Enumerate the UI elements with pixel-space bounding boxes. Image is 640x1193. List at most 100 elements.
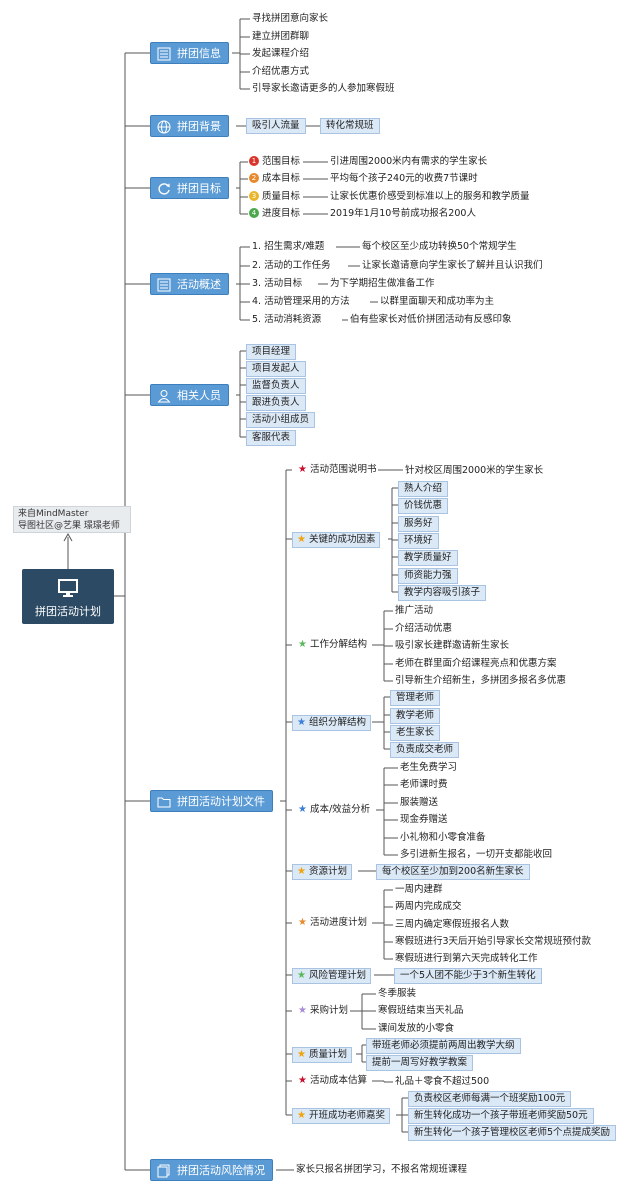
goal-desc[interactable]: 2019年1月10号前成功报名200人 — [330, 208, 476, 219]
plan-leaf[interactable]: 老师在群里面介绍课程亮点和优惠方案 — [395, 658, 557, 669]
people-item[interactable]: 活动小组成员 — [246, 412, 316, 428]
people-item[interactable]: 监督负责人 — [246, 378, 306, 394]
overview-desc[interactable]: 伯有些家长对低价拼团活动有反感印象 — [350, 314, 512, 325]
overview-desc[interactable]: 让家长邀请意向学生家长了解并且认识我们 — [362, 260, 543, 271]
info-item[interactable]: 寻找拼团意向家长 — [252, 13, 329, 24]
plan-leaf[interactable]: 冬季服装 — [378, 988, 417, 999]
info-item[interactable]: 建立拼团群聊 — [252, 31, 310, 42]
plan-leaf[interactable]: 一周内建群 — [395, 884, 443, 895]
plan-sub-schedule[interactable]: ★活动进度计划 — [294, 916, 371, 930]
plan-leaf[interactable]: 礼品＋零食不超过500 — [395, 1076, 490, 1087]
plan-leaf[interactable]: 带班老师必须提前两周出教学大纲 — [366, 1038, 521, 1054]
plan-leaf[interactable]: 老生家长 — [390, 725, 441, 741]
plan-leaf[interactable]: 教学老师 — [390, 708, 441, 724]
overview-item[interactable]: 2. 活动的工作任务 — [252, 260, 331, 271]
central-topic[interactable]: 拼团活动计划 — [22, 569, 114, 624]
plan-leaf[interactable]: 针对校区周围2000米的学生家长 — [405, 465, 544, 476]
goal-desc[interactable]: 平均每个孩子240元的收费7节课时 — [330, 173, 478, 184]
plan-leaf[interactable]: 推广活动 — [395, 605, 434, 616]
plan-leaf[interactable]: 师资能力强 — [398, 568, 458, 584]
star-icon: ★ — [297, 717, 306, 728]
plan-leaf[interactable]: 服装赠送 — [400, 797, 439, 808]
goal-desc[interactable]: 让家长优惠价感受到标准以上的服务和教学质量 — [330, 191, 530, 202]
info-item[interactable]: 引导家长邀请更多的人参加寒假班 — [252, 83, 395, 94]
info-item[interactable]: 发起课程介绍 — [252, 48, 310, 59]
plan-leaf[interactable]: 吸引家长建群邀请新生家长 — [395, 640, 510, 651]
plan-leaf[interactable]: 介绍活动优惠 — [395, 623, 453, 634]
plan-leaf[interactable]: 老师课时费 — [400, 779, 448, 790]
branch-background[interactable]: 拼团背景 — [150, 115, 229, 137]
plan-leaf[interactable]: 价钱优惠 — [398, 498, 449, 514]
plan-leaf[interactable]: 课间发放的小零食 — [378, 1023, 455, 1034]
plan-leaf[interactable]: 熟人介绍 — [398, 481, 449, 497]
background-item[interactable]: 转化常规班 — [320, 118, 380, 134]
overview-desc[interactable]: 每个校区至少成功转换50个常规学生 — [362, 241, 517, 252]
plan-leaf[interactable]: 寒假班进行到第六天完成转化工作 — [395, 953, 538, 964]
branch-info[interactable]: 拼团信息 — [150, 42, 229, 64]
overview-desc[interactable]: 为下学期招生做准备工作 — [330, 278, 435, 289]
plan-leaf[interactable]: 管理老师 — [390, 690, 441, 706]
overview-item[interactable]: 4. 活动管理采用的方法 — [252, 296, 350, 307]
background-item[interactable]: 吸引人流量 — [246, 118, 306, 134]
plan-leaf[interactable]: 教学质量好 — [398, 550, 458, 566]
plan-leaf[interactable]: 负责成交老师 — [390, 742, 460, 758]
overview-item[interactable]: 5. 活动消耗资源 — [252, 314, 322, 325]
plan-leaf[interactable]: 寒假班进行3天后开始引导家长交常规班预付款 — [395, 936, 592, 947]
info-item[interactable]: 介绍优惠方式 — [252, 66, 310, 77]
plan-leaf[interactable]: 寒假班结束当天礼品 — [378, 1005, 464, 1016]
goal-desc[interactable]: 引进周围2000米内有需求的学生家长 — [330, 156, 488, 167]
plan-leaf[interactable]: 每个校区至少加到200名新生家长 — [376, 864, 530, 880]
plan-leaf[interactable]: 引导新生介绍新生，多拼团多报名多优惠 — [395, 675, 567, 686]
plan-leaf[interactable]: 小礼物和小零食准备 — [400, 832, 486, 843]
risk-item[interactable]: 家长只报名拼团学习，不报名常规班课程 — [296, 1164, 468, 1175]
plan-sub-procurement[interactable]: ★采购计划 — [294, 1004, 352, 1018]
plan-sub-label: 关键的成功因素 — [308, 534, 376, 545]
plan-sub-reward[interactable]: ★开班成功老师嘉奖 — [292, 1108, 390, 1124]
people-item[interactable]: 客服代表 — [246, 430, 297, 446]
plan-sub-cost-estimate[interactable]: ★活动成本估算 — [294, 1074, 371, 1088]
plan-leaf[interactable]: 新生转化成功一个孩子带班老师奖励50元 — [408, 1108, 594, 1124]
plan-leaf[interactable]: 现金券赠送 — [400, 814, 448, 825]
plan-leaf[interactable]: 提前一周写好教学教案 — [366, 1055, 474, 1071]
overview-item[interactable]: 3. 活动目标 — [252, 278, 303, 289]
plan-sub-label: 质量计划 — [308, 1049, 347, 1060]
goal-number-badge: 3 — [249, 191, 259, 201]
plan-leaf[interactable]: 负责校区老师每满一个班奖励100元 — [408, 1091, 572, 1107]
plan-leaf[interactable]: 服务好 — [398, 516, 439, 532]
plan-sub-risk-mgmt[interactable]: ★风险管理计划 — [292, 968, 371, 984]
people-item[interactable]: 项目发起人 — [246, 361, 306, 377]
plan-leaf[interactable]: 多引进新生报名，一切开支都能收回 — [400, 849, 553, 860]
plan-sub-scope[interactable]: ★活动范围说明书 — [294, 463, 380, 477]
people-item[interactable]: 项目经理 — [246, 344, 297, 360]
plan-leaf[interactable]: 两周内完成成交 — [395, 901, 462, 912]
star-icon: ★ — [297, 534, 306, 545]
plan-sub-resource[interactable]: ★资源计划 — [292, 864, 352, 880]
plan-sub-label: 采购计划 — [309, 1005, 348, 1016]
plan-leaf[interactable]: 三周内确定寒假班报名人数 — [395, 919, 510, 930]
branch-plan[interactable]: 拼团活动计划文件 — [150, 790, 273, 812]
branch-risk-label: 拼团活动风险情况 — [177, 1164, 265, 1177]
plan-leaf[interactable]: 教学内容吸引孩子 — [398, 585, 487, 601]
plan-sub-wbs[interactable]: ★工作分解结构 — [294, 638, 371, 652]
plan-sub-cost-benefit[interactable]: ★成本/效益分析 — [294, 803, 374, 817]
branch-overview[interactable]: 活动概述 — [150, 273, 229, 295]
branch-people[interactable]: 相关人员 — [150, 384, 229, 406]
plan-sub-obs[interactable]: ★组织分解结构 — [292, 715, 371, 731]
branch-goals[interactable]: 拼团目标 — [150, 177, 229, 199]
plan-leaf[interactable]: 新生转化一个孩子管理校区老师5个点提成奖励 — [408, 1125, 617, 1141]
plan-leaf[interactable]: 一个5人团不能少于3个新生转化 — [394, 968, 542, 984]
overview-item[interactable]: 1. 招生需求/难题 — [252, 241, 325, 252]
people-item[interactable]: 跟进负责人 — [246, 395, 306, 411]
star-icon: ★ — [297, 970, 306, 981]
plan-sub-quality[interactable]: ★质量计划 — [292, 1047, 352, 1063]
overview-desc[interactable]: 以群里面聊天和成功率为主 — [380, 296, 495, 307]
plan-leaf[interactable]: 老生免费学习 — [400, 762, 458, 773]
plan-leaf[interactable]: 环境好 — [398, 533, 439, 549]
branch-risk[interactable]: 拼团活动风险情况 — [150, 1159, 273, 1181]
plan-sub-success-factors[interactable]: ★关键的成功因素 — [292, 532, 381, 548]
